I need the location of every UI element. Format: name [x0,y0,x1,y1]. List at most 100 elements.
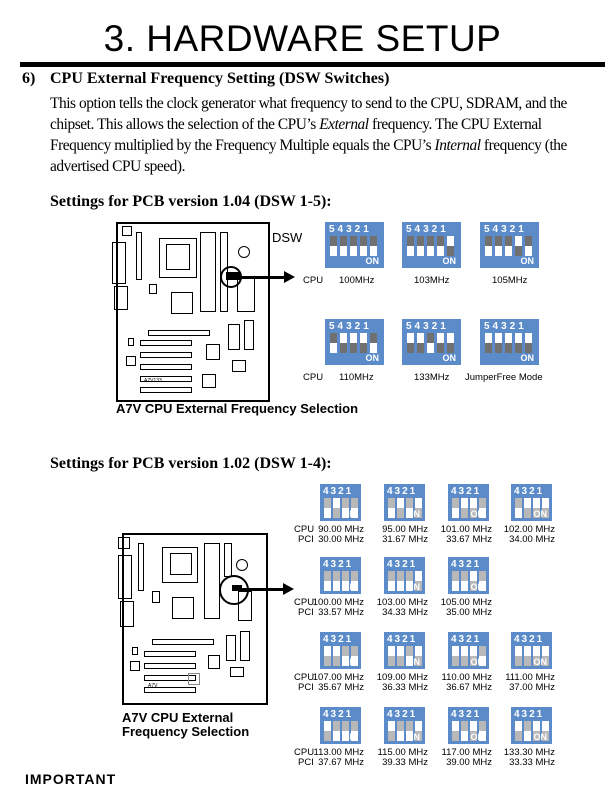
pci-frequency: 33.57 MHz [318,607,364,618]
switch-numbers: 4321 [387,634,418,645]
dip-switch-3-up [505,333,512,353]
pci-frequency: 36.67 MHz [446,682,492,693]
dip-switch-2-up [360,333,367,353]
dip-switch-1-up [542,498,549,518]
section-heading: CPU External Frequency Setting (DSW Swit… [50,70,390,87]
on-label: ON [533,657,548,667]
dip-switch-1-up [415,646,422,666]
frequency-label: 133MHz [414,372,450,383]
motherboard-diagram-104: A7V133 [112,222,270,402]
on-label: ON [342,732,357,742]
dip-switch-3-down [427,236,434,256]
cpu-frequency: 102.00 MHz [503,524,555,535]
dip-switch-1-down [351,498,358,518]
dip-switch-2-down [437,236,444,256]
dip-switch-4-up [495,333,502,353]
cpu-row-label: CPU [294,747,315,758]
dip-switch-1-down [479,571,486,591]
switch-numbers: 54321 [484,321,527,332]
dip-switch-2-up [470,646,477,666]
dip-switch-1-down [351,646,358,666]
pcb102-heading: Settings for PCB version 1.02 (DSW 1-4): [50,455,332,472]
dip-switch-2-up [470,571,477,591]
on-label: ON [520,353,535,363]
switch-numbers: 4321 [323,486,354,497]
dip-switch-4-down [388,571,395,591]
dsw-label: DSW [272,230,303,245]
pci-frequency: 30.00 MHz [318,534,364,545]
dip-switch-4-up [452,646,459,666]
dip-switch-5-down [330,333,337,353]
dip-switch-3-up [524,646,531,666]
dip-switch-1-up [525,333,532,353]
dip-switch-3-up [350,333,357,353]
on-label: ON [406,657,421,667]
dip-switch-4-down [417,236,424,256]
switch-numbers: 4321 [451,486,482,497]
dip-switch-3-up [333,498,340,518]
switch-numbers: 4321 [387,709,418,720]
dip-switch-3-up [461,498,468,518]
pci-frequency: 34.00 MHz [509,534,555,545]
on-label: ON [406,732,421,742]
on-label: ON [442,353,457,363]
dip-switch-3-down [333,721,340,741]
dip-switch-1-down [370,236,377,256]
dip-switch-5-up [407,333,414,353]
footer-cut-text: IMPORTANT [25,771,117,787]
on-label: ON [470,509,485,519]
paragraph-run: External [319,116,369,133]
dip-switch-1-down [351,571,358,591]
on-label: ON [470,657,485,667]
frequency-label: 100MHz [339,275,375,286]
dip-switch-2-down [342,571,349,591]
dip-switch-3-down [461,721,468,741]
pci-row-label: PCI [298,682,314,693]
cpu-frequency: 111.00 MHz [505,672,555,683]
board-label: A7V [148,683,158,689]
caption-line-1: A7V CPU External [122,710,234,725]
cpu-frequency: 103.00 MHz [376,597,428,608]
section-paragraph: This option tells the clock generator wh… [50,93,590,177]
on-label: ON [342,582,357,592]
dip-switch-1-up [447,333,454,353]
switch-numbers: 4321 [451,709,482,720]
switch-numbers: 54321 [484,224,527,235]
title-rule [20,62,605,67]
dip-switch-3-down [350,236,357,256]
cpu-row-label: CPU [294,672,315,683]
cpu-row-label: CPU [303,275,324,286]
paragraph-run: frequency (the advertised CPU speed). [50,137,567,175]
dip-switch-3-down [461,571,468,591]
dip-switch-4-down [452,498,459,518]
pci-frequency: 37.00 MHz [509,682,555,693]
dip-switch-3-up [397,646,404,666]
dip-switch-1-up [542,721,549,741]
dip-switch-3-down [524,721,531,741]
switch-numbers: 4321 [323,634,354,645]
on-label: ON [365,353,380,363]
switch-numbers: 54321 [329,224,372,235]
cpu-row-label: CPU [294,524,315,535]
dip-switch-2-up [515,236,522,256]
caption-line-2: Frequency Selection [122,724,250,739]
dip-switch-3-up [524,498,531,518]
on-label: ON [342,657,357,667]
cpu-frequency: 90.00 MHz [318,524,364,535]
cpu-row-label: CPU [303,372,324,383]
switch-numbers: 4321 [514,486,545,497]
dip-switch-2-up [470,498,477,518]
dip-switch-1-down [479,721,486,741]
switch-numbers: 4321 [514,709,545,720]
dip-switch-2-down [360,236,367,256]
on-label: ON [442,256,457,266]
